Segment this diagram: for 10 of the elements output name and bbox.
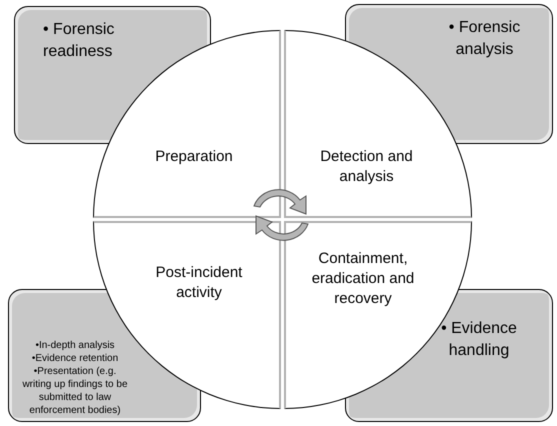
phase-label: Detection and analysis bbox=[319, 147, 414, 187]
bullet-text: • Evidence handling bbox=[440, 319, 518, 361]
phase-label: Containment, eradication and recovery bbox=[310, 249, 416, 309]
phase-label: Preparation bbox=[154, 147, 234, 167]
phase-label: Post-incident activity bbox=[154, 263, 244, 303]
bullet-text: •Presentation (e.g. writing up findings to be submitted to law enforcement bodies) bbox=[21, 365, 129, 417]
bullet-text: • Forensic analysis bbox=[448, 18, 522, 60]
bullet-text: •Evidence retention bbox=[30, 352, 120, 365]
bullet-text: •In-depth analysis bbox=[34, 339, 116, 352]
bullet-text: • Forensic readiness bbox=[43, 20, 116, 62]
